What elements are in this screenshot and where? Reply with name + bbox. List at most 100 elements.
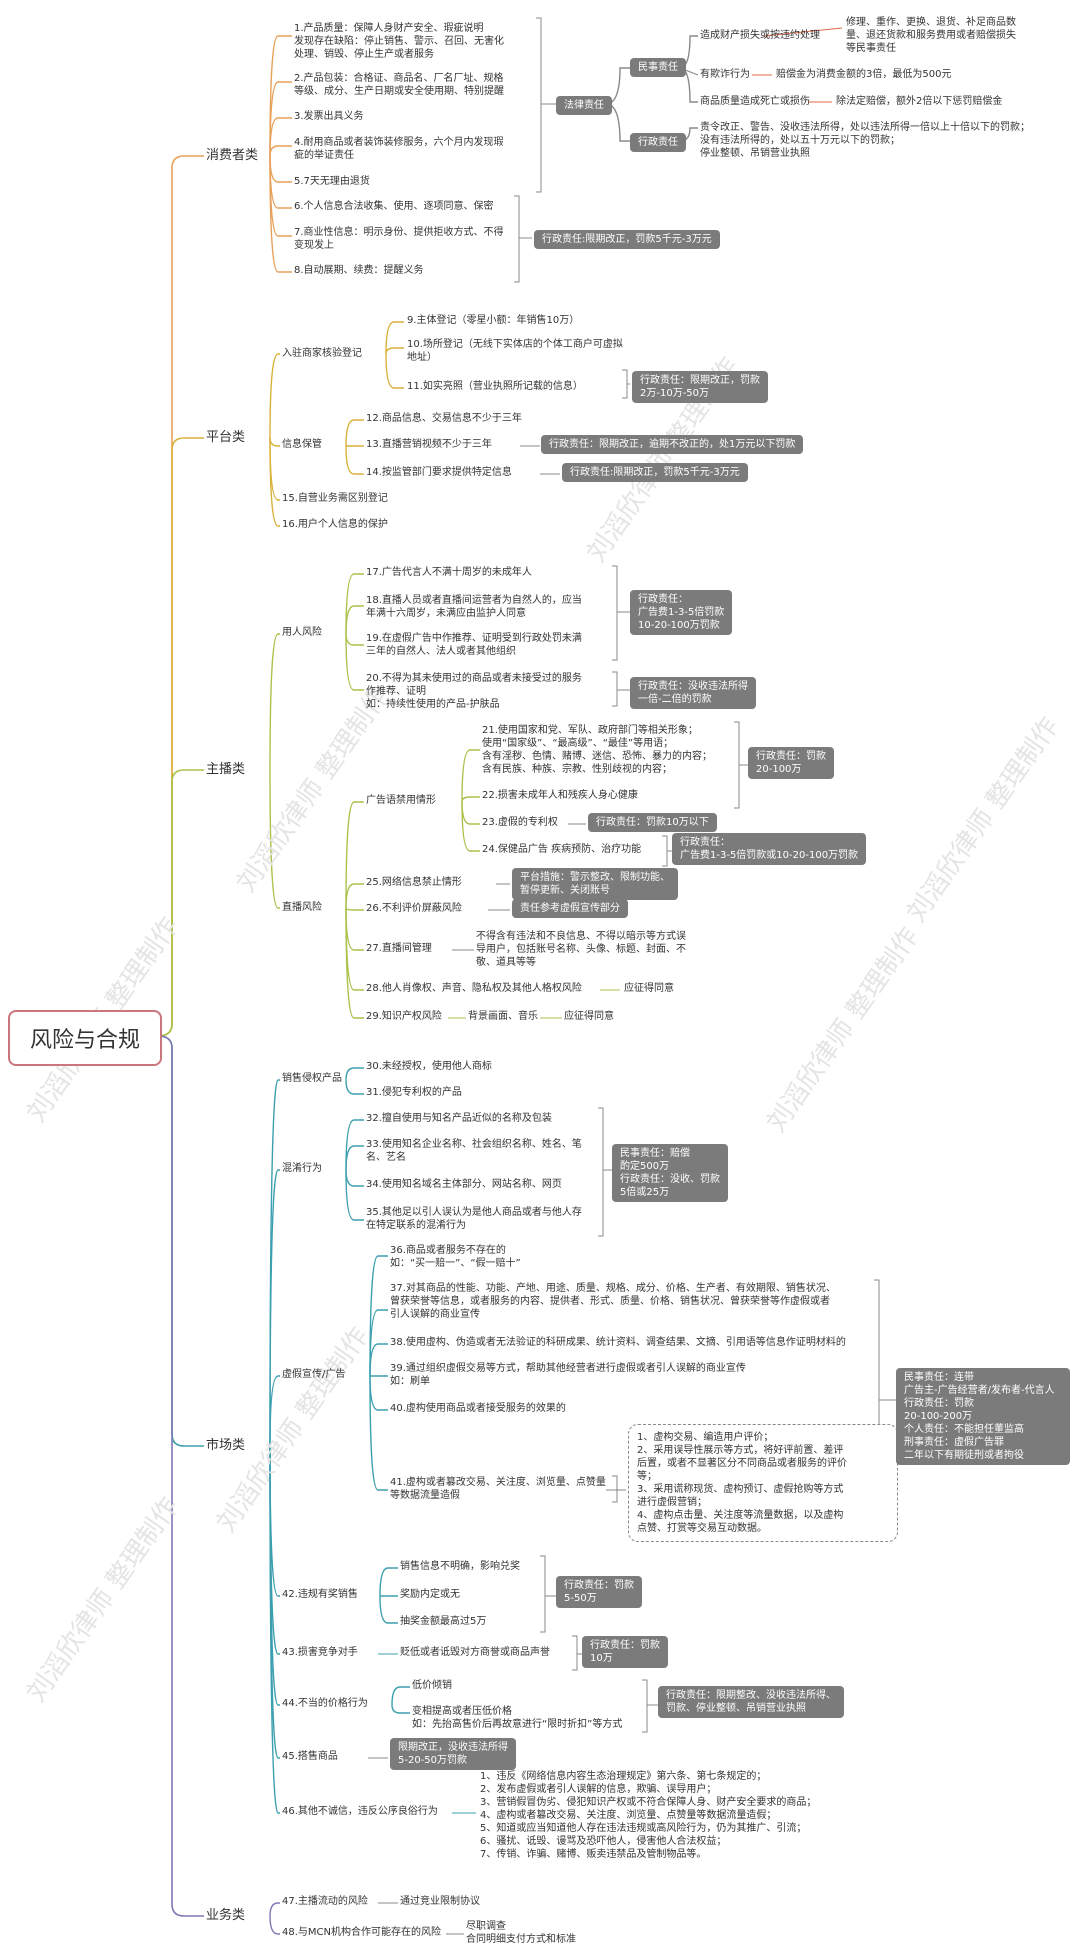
category-anchor[interactable]: 主播类 [206, 762, 246, 777]
platform-keep-item[interactable]: 13.直播营销视频不少于三年 [366, 439, 492, 450]
price-item[interactable]: 低价倾销 [412, 1680, 452, 1691]
false-ad-penalty-tag[interactable]: 民事责任：连带 广告主-广告经营者/发布者-代言人 行政责任：罚款 20-100… [896, 1368, 1070, 1465]
rival-detail[interactable]: 贬低或者诋毁对方商誉或商品声誉 [400, 1647, 550, 1658]
consumer-item[interactable]: 2.产品包装：合格证、商品名、厂名厂址、规格 等级、成分、生产日期或安全使用期、… [294, 73, 504, 97]
rival-label[interactable]: 43.损害竞争对手 [282, 1647, 358, 1658]
confuse-item[interactable]: 34.使用知名域名主体部分、网站名称、网页 [366, 1179, 562, 1190]
false-ad-item[interactable]: 37.对其商品的性能、功能、产地、用途、质量、规格、成分、价格、生产者、有效期限… [390, 1283, 836, 1320]
category-business[interactable]: 业务类 [206, 1908, 246, 1923]
confuse-penalty-tag[interactable]: 民事责任：赔偿 酌定500万 行政责任：没收、罚款 5倍或25万 [612, 1144, 728, 1202]
consumer-item[interactable]: 5.7天无理由退货 [294, 176, 370, 187]
ad-penalty-tag[interactable]: 行政责任： 广告费1-3-5倍罚款或10-20-100万罚款 [672, 833, 867, 865]
register-penalty-tag[interactable]: 行政责任：限期改正，罚款 2万-10万-50万 [632, 371, 768, 403]
civil-item[interactable]: 商品质量造成死亡或损伤 [700, 96, 810, 107]
hire-item[interactable]: 18.直播人员或者直播间运营者为自然人的，应当 年满十六周岁，未满应由监护人同意 [366, 595, 582, 619]
confuse-item[interactable]: 33.使用知名企业名称、社会组织名称、姓名、笔 名、艺名 [366, 1139, 582, 1163]
live-item[interactable]: 26.不利评价屏蔽风险 [366, 903, 462, 914]
prize-item[interactable]: 销售信息不明确，影响兑奖 [400, 1561, 520, 1572]
platform-keep-item[interactable]: 14.按监管部门要求提供特定信息 [366, 467, 512, 478]
confuse-item[interactable]: 35.其他足以引人误认为是他人商品或者与他人存 在特定联系的混淆行为 [366, 1207, 582, 1231]
tie-penalty-tag[interactable]: 限期改正，没收违法所得 5-20-50万罚款 [390, 1738, 516, 1770]
ad-item[interactable]: 24.保健品广告 疾病预防、治疗功能 [482, 844, 642, 855]
hire-item[interactable]: 19.在虚假广告中作推荐、证明受到行政处罚未满 三年的自然人、法人或者其他组织 [366, 633, 582, 657]
platform-other-item[interactable]: 16.用户个人信息的保护 [282, 519, 388, 530]
platform-register-item[interactable]: 11.如实亮照（营业执照所记载的信息） [407, 381, 583, 392]
rival-penalty-tag[interactable]: 行政责任：罚款 10万 [582, 1636, 668, 1668]
civil-detail[interactable]: 除法定赔偿，额外2倍以下惩罚赔偿金 [836, 96, 1003, 107]
platform-other-item[interactable]: 15.自营业务需区别登记 [282, 493, 388, 504]
other-label[interactable]: 46.其他不诚信，违反公序良俗行为 [282, 1806, 438, 1817]
false-ad-item[interactable]: 40.虚构使用商品或者接受服务的效果的 [390, 1403, 566, 1414]
consumer-item[interactable]: 7.商业性信息：明示身份、提供拒收方式、不得 变现发上 [294, 227, 504, 251]
keep-penalty-tag[interactable]: 行政责任：限期改正，逾期不改正的，处1万元以下罚款 [541, 435, 804, 454]
consumer-item[interactable]: 3.发票出具义务 [294, 111, 364, 122]
platform-group[interactable]: 信息保管 [282, 439, 322, 450]
false-ad-detail-box[interactable]: 1、虚构交易、编造用户评价； 2、采用误导性展示等方式，将好评前置、差评 后置，… [628, 1424, 898, 1542]
price-item[interactable]: 变相提高或者压低价格 如：先抬高售价后再故意进行“限时折扣”等方式 [412, 1706, 623, 1730]
anchor-group[interactable]: 用人风险 [282, 627, 322, 638]
consumer-item[interactable]: 1.产品质量：保障人身财产安全、瑕疵说明 发现存在缺陷：停止销售、警示、召回、无… [294, 23, 504, 60]
ad-item[interactable]: 23.虚假的专利权 [482, 817, 558, 828]
consumer-item[interactable]: 6.个人信息合法收集、使用、逐项同意、保密 [294, 201, 494, 212]
live-item[interactable]: 27.直播间管理 [366, 943, 432, 954]
platform-keep-item[interactable]: 12.商品信息、交易信息不少于三年 [366, 413, 522, 424]
live-item[interactable]: 28.他人肖像权、声音、隐私权及其他人格权风险 [366, 983, 582, 994]
prize-penalty-tag[interactable]: 行政责任：罚款 5-50万 [556, 1576, 642, 1608]
civil-item[interactable]: 造成财产损失或按违约处理 [700, 30, 820, 41]
hire-penalty-tag[interactable]: 行政责任：没收违法所得 一倍-二倍的罚款 [630, 677, 756, 709]
business-item[interactable]: 47.主播流动的风险 [282, 1896, 368, 1907]
price-penalty-tag[interactable]: 行政责任：限期整改、没收违法所得、 罚款、停业整顿、吊销营业执照 [658, 1686, 844, 1718]
prize-label[interactable]: 42.违规有奖销售 [282, 1589, 358, 1600]
ad-item[interactable]: 22.损害未成年人和残疾人身心健康 [482, 790, 638, 801]
category-platform[interactable]: 平台类 [206, 430, 246, 445]
other-detail[interactable]: 1、违反《网络信息内容生态治理规定》第六条、第七条规定的； 2、发布虚假或者引人… [480, 1771, 817, 1860]
platform-register-item[interactable]: 9.主体登记（零星小额：年销售10万） [407, 315, 580, 326]
platform-group[interactable]: 入驻商家核验登记 [282, 348, 362, 359]
legal-liability-tag[interactable]: 法律责任 [556, 96, 612, 115]
infringe-item[interactable]: 31.侵犯专利权的产品 [366, 1087, 462, 1098]
admin-detail[interactable]: 责令改正、警告、没收违法所得，处以违法所得一倍以上十倍以下的罚款； 没有违法所得… [700, 122, 1030, 159]
confuse-item[interactable]: 32.擅自使用与知名产品近似的名称及包装 [366, 1113, 552, 1124]
business-item[interactable]: 48.与MCN机构合作可能存在的风险 [282, 1927, 441, 1938]
civil-liability-tag[interactable]: 民事责任 [630, 58, 686, 77]
prize-item[interactable]: 奖励内定或无 [400, 1589, 460, 1600]
price-label[interactable]: 44.不当的价格行为 [282, 1698, 368, 1709]
business-detail[interactable]: 通过竞业限制协议 [400, 1896, 480, 1907]
civil-detail[interactable]: 修理、重作、更换、退货、补足商品数 量、退还货款和服务费用或者赔偿损失 等民事责… [846, 17, 1016, 54]
live-25-tag[interactable]: 平台措施：警示整改、限制功能、 暂停更新、关闭账号 [512, 868, 678, 900]
hire-penalty-tag[interactable]: 行政责任： 广告费1-3-5倍罚款 10-20-100万罚款 [630, 590, 733, 635]
consumer-item[interactable]: 4.耐用商品或者装饰装修服务，六个月内发现瑕 疵的举证责任 [294, 137, 504, 161]
category-consumer[interactable]: 消费者类 [206, 148, 259, 163]
live-28-detail[interactable]: 应征得同意 [624, 983, 674, 994]
false-ad-item[interactable]: 36.商品或者服务不存在的 如：“买一赔一”、“假一赔十” [390, 1245, 521, 1269]
civil-detail[interactable]: 赔偿金为消费金额的3倍，最低为500元 [776, 69, 952, 80]
market-group[interactable]: 混淆行为 [282, 1163, 322, 1174]
consumer-item[interactable]: 8.自动展期、续费：提醒义务 [294, 265, 424, 276]
live-27-detail[interactable]: 不得含有违法和不良信息、不得以暗示等方式误 导用户，包括账号名称、头像、标题、封… [476, 931, 686, 968]
infringe-item[interactable]: 30.未经授权，使用他人商标 [366, 1061, 492, 1072]
info-penalty-tag[interactable]: 行政责任:限期改正，罚款5千元-3万元 [534, 230, 720, 249]
false-ad-item[interactable]: 39.通过组织虚假交易等方式，帮助其他经营者进行虚假或者引人误解的商业宣传 如：… [390, 1363, 746, 1387]
ad-penalty-tag[interactable]: 行政责任：罚款 20-100万 [748, 747, 834, 779]
keep-penalty-tag[interactable]: 行政责任:限期改正，罚款5千元-3万元 [562, 463, 748, 482]
ad-item[interactable]: 21.使用国家和党、军队、政府部门等相关形象； 使用“国家级”、“最高级”、“最… [482, 725, 712, 775]
anchor-group[interactable]: 直播风险 [282, 902, 322, 913]
ad-group[interactable]: 广告语禁用情形 [366, 795, 436, 806]
ad-penalty-tag[interactable]: 行政责任：罚款10万以下 [588, 813, 717, 832]
false-ad-item[interactable]: 38.使用虚构、伪造或者无法验证的科研成果、统计资料、调查结果、文摘、引用语等信… [390, 1337, 846, 1348]
false-ad-item[interactable]: 41.虚构或者篡改交易、关注度、浏览量、点赞量 等数据流量造假 [390, 1477, 606, 1501]
platform-register-item[interactable]: 10.场所登记（无线下实体店的个体工商户可虚拟 地址） [407, 339, 623, 363]
tie-label[interactable]: 45.搭售商品 [282, 1751, 338, 1762]
business-detail[interactable]: 尽职调查 合同明细支付方式和标准 [466, 1921, 576, 1945]
live-item[interactable]: 25.网络信息禁止情形 [366, 877, 462, 888]
root-node[interactable]: 风险与合规 [8, 1010, 162, 1066]
hire-item[interactable]: 17.广告代言人不满十周岁的未成年人 [366, 567, 532, 578]
live-item[interactable]: 29.知识产权风险 [366, 1011, 442, 1022]
category-market[interactable]: 市场类 [206, 1438, 246, 1453]
live-26-tag[interactable]: 责任参考虚假宣传部分 [512, 899, 628, 918]
prize-item[interactable]: 抽奖金额最高过5万 [400, 1616, 487, 1627]
live-29-detail[interactable]: 应征得同意 [564, 1011, 614, 1022]
market-group[interactable]: 销售侵权产品 [282, 1073, 342, 1084]
live-29-detail[interactable]: 背景画面、音乐 [468, 1011, 538, 1022]
hire-item[interactable]: 20.不得为其未使用过的商品或者未接受过的服务 作推荐、证明 如：持续性使用的产… [366, 673, 582, 710]
